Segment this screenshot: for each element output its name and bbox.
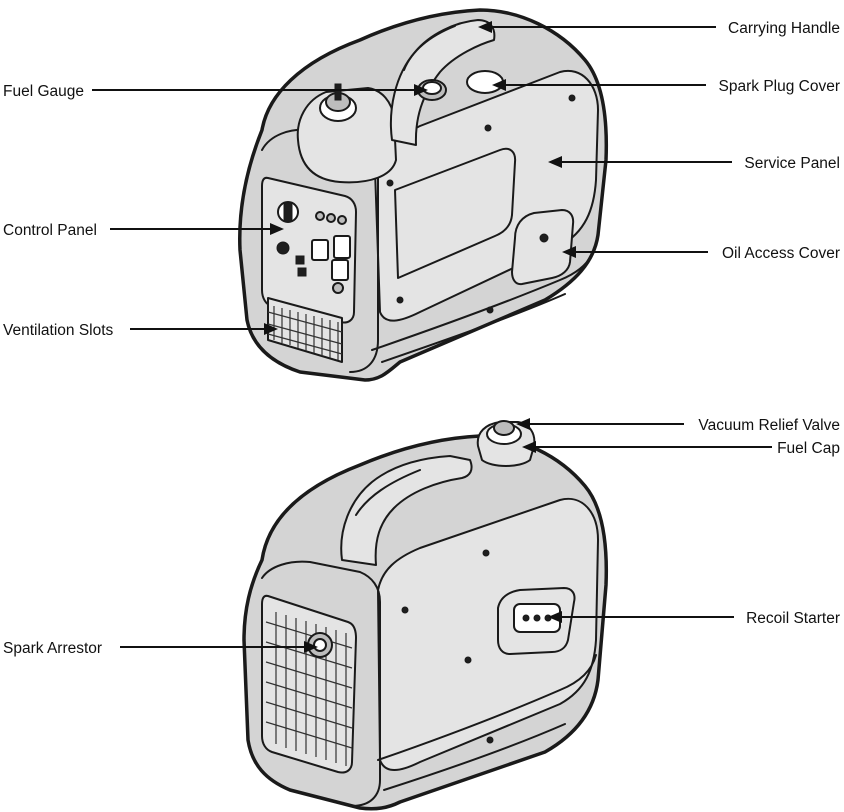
label-vacuum-relief-valve: Vacuum Relief Valve	[698, 417, 840, 434]
part-labels: Carrying Handle Fuel Gauge Spark Plug Co…	[3, 20, 840, 657]
label-fuel-gauge: Fuel Gauge	[3, 83, 84, 100]
label-fuel-cap: Fuel Cap	[777, 440, 840, 457]
spark-arrestor-grille	[261, 594, 357, 774]
label-service-panel: Service Panel	[744, 155, 840, 172]
ventilation-slots-grille	[267, 297, 343, 363]
label-spark-arrestor: Spark Arrestor	[3, 640, 102, 657]
label-spark-plug-cover: Spark Plug Cover	[719, 78, 840, 95]
label-oil-access-cover: Oil Access Cover	[722, 245, 840, 262]
generator-rear-illustration	[242, 420, 609, 811]
label-ventilation-slots: Ventilation Slots	[3, 322, 114, 339]
label-carrying-handle: Carrying Handle	[728, 20, 840, 37]
leader-lines	[92, 21, 772, 653]
label-control-panel: Control Panel	[3, 222, 97, 239]
label-recoil-starter: Recoil Starter	[746, 610, 840, 627]
generator-front-illustration	[237, 8, 609, 382]
